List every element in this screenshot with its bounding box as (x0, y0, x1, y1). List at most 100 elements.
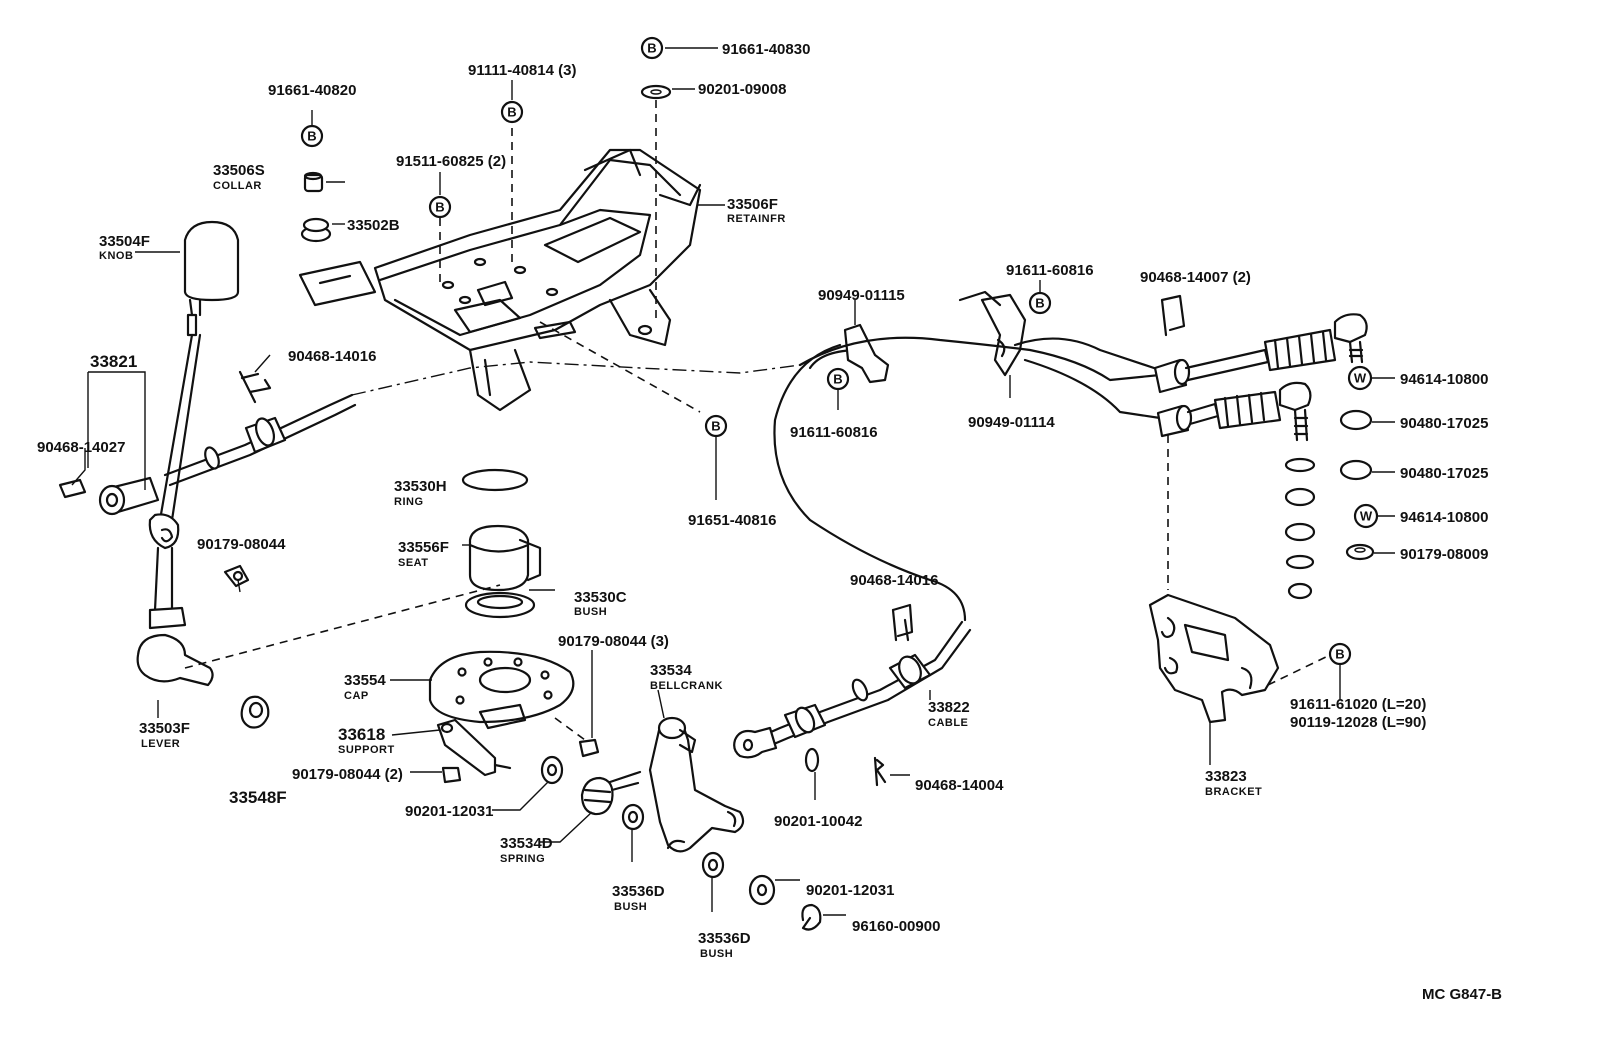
label-33504F: 33504F (99, 233, 150, 250)
svg-text:B: B (1035, 296, 1044, 311)
label-91661-40830: 91661-40830 (722, 41, 810, 58)
label-33530C: 33530C (574, 589, 627, 606)
label-33536D-a: 33536D (612, 883, 665, 900)
b-symbol-91651-40816: B (704, 414, 728, 438)
label-90201-12031-b: 90201-12031 (806, 882, 894, 899)
cap-assembly (390, 650, 600, 811)
seat-33556F (468, 524, 530, 592)
label-33823: 33823 (1205, 768, 1247, 785)
lever-33503F (136, 633, 214, 687)
bush-33536D-b (701, 851, 725, 879)
name-bush-33530C: BUSH (574, 606, 607, 618)
svg-text:B: B (435, 200, 444, 215)
label-33618: 33618 (338, 725, 385, 744)
label-91611-60816-a: 91611-60816 (1006, 262, 1094, 279)
name-seat: SEAT (398, 557, 429, 569)
label-33530H: 33530H (394, 478, 447, 495)
label-90179-08044-b: 90179-08044 (2) (292, 766, 403, 783)
label-90480-17025-a: 90480-17025 (1400, 415, 1488, 432)
b-symbol-91661-40820: B (300, 124, 324, 148)
label-33554: 33554 (344, 672, 386, 689)
label-33506S: 33506S (213, 162, 265, 179)
label-90468-14007: 90468-14007 (2) (1140, 269, 1251, 286)
label-33534D: 33534D (500, 835, 553, 852)
bellcrank-33534 (648, 720, 745, 853)
cable-right-ends (798, 294, 1368, 442)
clip-90468-14007 (1160, 294, 1186, 337)
bush-90480-17025-b (1339, 459, 1373, 481)
label-90119-12028: 90119-12028 (L=90) (1290, 714, 1426, 731)
clip-90468-14016-b (891, 603, 914, 642)
label-33534: 33534 (650, 662, 692, 679)
b-symbol-91111-40814: B (500, 100, 524, 124)
b-symbol-91511-60825: B (428, 195, 452, 219)
b-symbol-91661-40830: B (640, 36, 664, 60)
label-94614-10800-a: 94614-10800 (1400, 371, 1488, 388)
shift-lever-drawing (136, 220, 270, 729)
ring-33530H (461, 468, 529, 492)
label-90468-14027: 90468-14027 (37, 439, 125, 456)
svg-text:W: W (1360, 509, 1373, 524)
svg-text:B: B (507, 105, 516, 120)
bush-33536D-a (621, 803, 645, 831)
bush-33548F (240, 695, 270, 729)
label-90949-01114: 90949-01114 (968, 414, 1055, 431)
svg-text:B: B (307, 129, 316, 144)
name-collar: COLLAR (213, 180, 262, 192)
svg-text:W: W (1354, 371, 1367, 386)
bush-90480-17025-a (1339, 409, 1373, 431)
clip-96160-00900 (801, 903, 822, 931)
label-91511-60825: 91511-60825 (2) (396, 153, 506, 170)
nut-90179-08044-3 (578, 738, 600, 758)
label-33503F: 33503F (139, 720, 190, 737)
label-90201-09008: 90201-09008 (698, 81, 786, 98)
label-33536D-b: 33536D (698, 930, 751, 947)
clip-90468-14027 (58, 478, 87, 499)
b-symbol-91611-60816-a: B (1028, 291, 1052, 315)
label-91651-40816: 91651-40816 (688, 512, 776, 529)
pin-90468-14004 (873, 756, 887, 787)
b-symbol-91611-61020: B (1328, 642, 1352, 666)
part-labels: 91661-40830 90201-09008 91111-40814 (3) … (37, 41, 1502, 1003)
label-91611-60816-b: 91611-60816 (790, 424, 878, 441)
label-90480-17025-b: 90480-17025 (1400, 465, 1488, 482)
clamp-90949-01114 (980, 293, 1027, 377)
label-94614-10800-b: 94614-10800 (1400, 509, 1488, 526)
washer-90201-12031 (540, 755, 564, 785)
label-90179-08044-c: 90179-08044 (3) (558, 633, 669, 650)
name-ring: RING (394, 496, 424, 508)
spring-33534D (580, 776, 614, 816)
cap-33554 (428, 650, 575, 724)
seat-assembly (184, 321, 717, 669)
name-bush-33536D-b: BUSH (700, 948, 733, 960)
label-33556F: 33556F (398, 539, 449, 556)
label-90201-10042: 90201-10042 (774, 813, 862, 830)
label-91661-40820: 91661-40820 (268, 82, 356, 99)
knob-33504F (183, 220, 240, 302)
label-33502B: 33502B (347, 217, 400, 234)
retainer-drawing (298, 148, 702, 412)
name-bush-33536D-a: BUSH (614, 901, 647, 913)
leader-lines (71, 251, 271, 718)
clamp-90949-01115 (843, 323, 890, 384)
ball-joint-hardware (1284, 377, 1395, 600)
label-90468-14016-b: 90468-14016 (850, 572, 938, 589)
name-cap: CAP (344, 690, 369, 702)
nut-90179-08044 (223, 564, 250, 588)
bracket-33823 (1148, 435, 1341, 765)
w-symbol-94614-10800-a: W (1347, 365, 1373, 391)
name-spring: SPRING (500, 853, 545, 865)
label-90468-14004: 90468-14004 (915, 777, 1004, 794)
label-90179-08009: 90179-08009 (1400, 546, 1488, 563)
label-33506F: 33506F (727, 196, 778, 213)
label-90949-01115: 90949-01115 (818, 287, 905, 304)
label-90468-14016-a: 90468-14016 (288, 348, 376, 365)
support-33618 (436, 718, 497, 777)
washer-90201-09008 (640, 84, 672, 100)
label-90179-08044-a: 90179-08044 (197, 536, 286, 553)
label-33548F: 33548F (229, 788, 287, 807)
shift-cable-left (58, 361, 801, 516)
cable-33822 (733, 343, 972, 800)
name-knob: KNOB (99, 250, 133, 262)
